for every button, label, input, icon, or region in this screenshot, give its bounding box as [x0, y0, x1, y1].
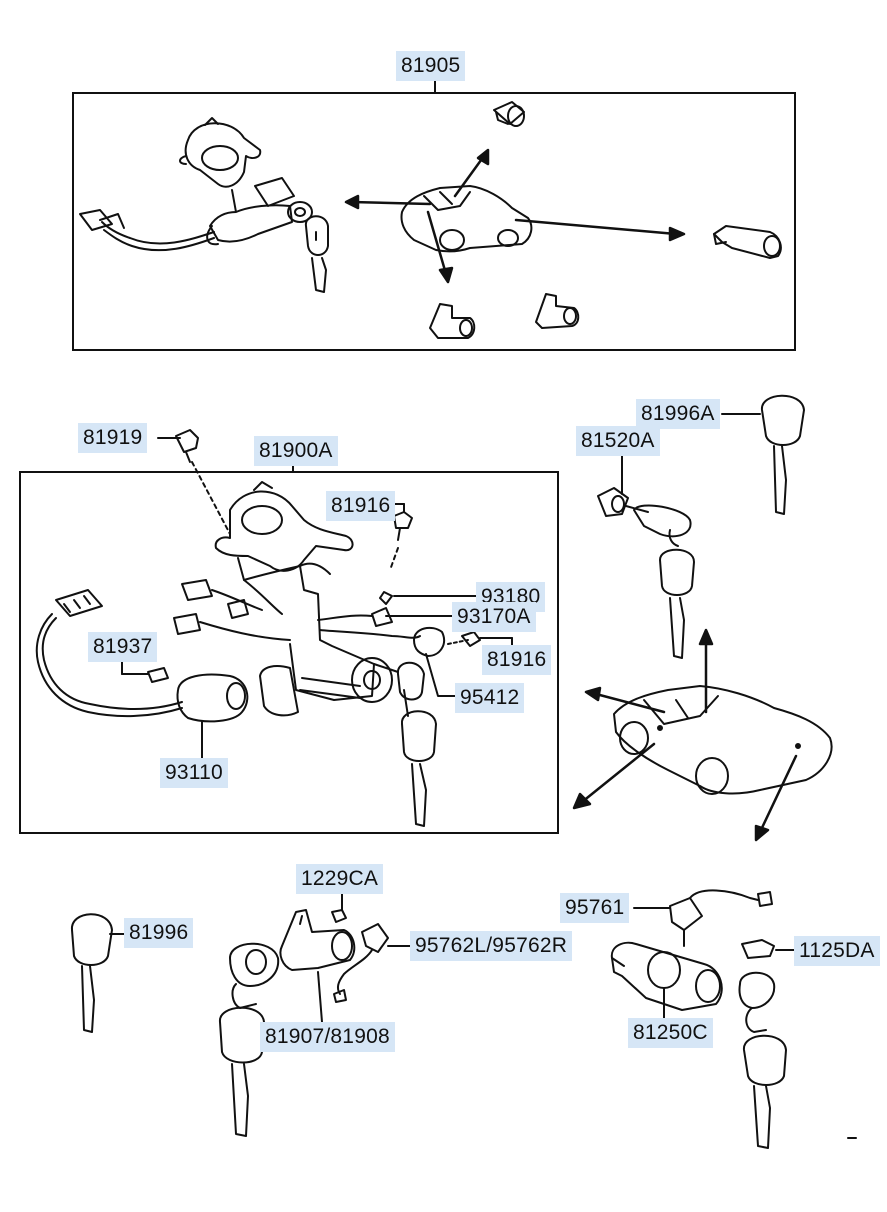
clip-93170a [371, 607, 393, 627]
wiring-harness-icon [79, 209, 215, 252]
label-81900a: 81900A [254, 436, 338, 466]
label-81905: 81905 [396, 51, 466, 81]
arrow-up [453, 148, 490, 198]
kit-frame-81900a [19, 471, 559, 834]
arrow-down [572, 742, 656, 810]
label-81996a: 81996A [636, 399, 720, 429]
label-81250c: 81250C [628, 1018, 713, 1048]
clip-93180 [379, 591, 393, 605]
label-93110: 93110 [160, 758, 228, 788]
label-1229ca: 1229CA [296, 864, 384, 894]
switch-95412 [413, 626, 446, 657]
arrow-down [426, 210, 454, 284]
screw-icon [393, 511, 413, 541]
lock-cylinder-icon [597, 487, 695, 659]
screw-icon [331, 909, 347, 923]
label-93170a: 93170A [452, 602, 536, 632]
ignition-lock-assembly-icon [179, 117, 313, 246]
screw-icon [147, 667, 169, 683]
label-81996: 81996 [124, 918, 194, 948]
kit-frame-81905 [72, 92, 796, 351]
lock-cylinder-icon [429, 303, 476, 339]
lock-cylinder-icon [713, 225, 782, 259]
label-81916-top: 81916 [326, 491, 396, 521]
key-icon [304, 215, 329, 293]
label-81520a: 81520A [576, 426, 660, 456]
label-81937: 81937 [88, 632, 158, 662]
lock-cylinder-icon [610, 941, 787, 1149]
screw-icon [741, 939, 775, 959]
label-95761: 95761 [560, 893, 630, 923]
dash-81919 [191, 461, 231, 535]
arrow-left [344, 194, 432, 210]
arrow-up [698, 628, 714, 714]
screw-icon [175, 429, 199, 463]
lock-cylinder-icon [493, 101, 525, 127]
ignition-lock-assembly-icon [214, 481, 399, 717]
lock-cylinder-icon [535, 293, 580, 329]
key-icon [760, 394, 805, 515]
label-95412: 95412 [455, 683, 525, 713]
label-81919: 81919 [78, 423, 148, 453]
car-body-icon [400, 185, 533, 253]
lock-cylinder-icon [176, 673, 249, 723]
arrow-right [514, 218, 686, 242]
leader-95412 [425, 653, 457, 697]
leader-81907 [317, 971, 323, 1023]
wiring-harness-icon [669, 889, 773, 947]
car-body-icon [613, 685, 833, 795]
label-81916-right: 81916 [482, 645, 552, 675]
arrow-down [754, 754, 798, 842]
label-81907-81908: 81907/81908 [260, 1022, 395, 1052]
label-95762: 95762L/95762R [410, 931, 573, 961]
screw-81916-right [461, 631, 481, 647]
key-icon [396, 661, 437, 827]
label-1125da: 1125DA [794, 936, 880, 966]
arrow-left [584, 686, 666, 714]
key-icon [70, 913, 113, 1033]
dash-81916 [389, 547, 399, 571]
wiring-harness-icon [333, 923, 389, 1003]
